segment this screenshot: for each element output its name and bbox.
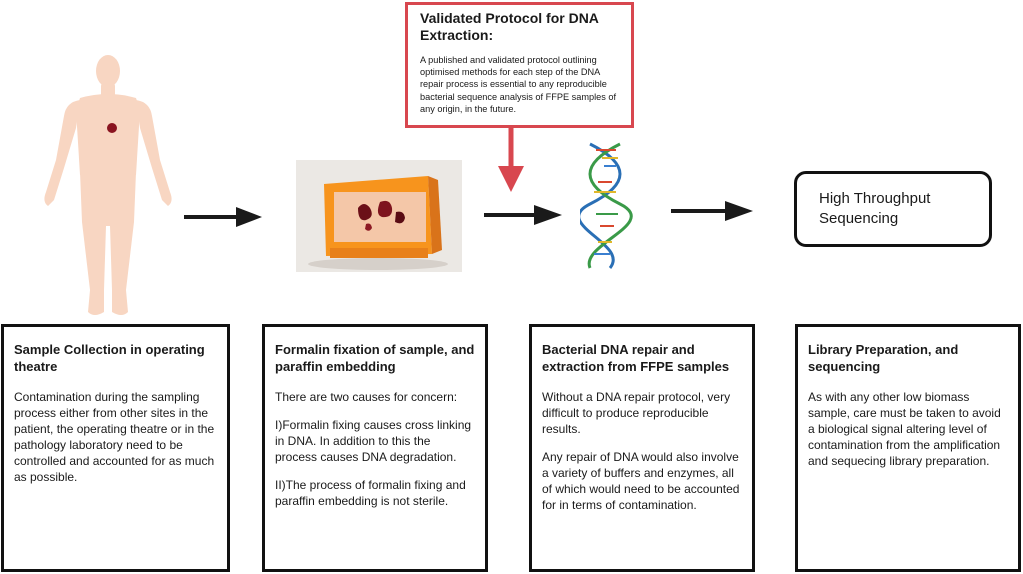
dna-repair-box: Bacterial DNA repair and extraction from…: [529, 324, 755, 572]
formalin-fixation-title: Formalin fixation of sample, and paraffi…: [275, 342, 475, 374]
flow-arrow-1: [184, 207, 262, 227]
protocol-down-arrow: [498, 128, 524, 192]
dna-repair-text-1: Without a DNA repair protocol, very diff…: [542, 390, 731, 436]
hts-label-line-1: High Throughput: [819, 190, 931, 207]
formalin-fixation-text-3: II)The process of formalin fixing and pa…: [275, 478, 466, 508]
flow-arrow-2: [484, 205, 562, 225]
high-throughput-sequencing-box: High Throughput Sequencing: [794, 171, 992, 247]
formalin-fixation-text-1: There are two causes for concern:: [275, 390, 458, 404]
sample-collection-box: Sample Collection in operating theatre C…: [1, 324, 230, 572]
library-preparation-title: Library Preparation, and sequencing: [808, 342, 959, 374]
sample-site-dot: [107, 123, 117, 133]
formalin-fixation-text-2: I)Formalin fixing causes cross linking i…: [275, 418, 472, 464]
dna-repair-title: Bacterial DNA repair and extraction from…: [542, 342, 730, 374]
dna-helix-illustration: [580, 142, 633, 269]
sample-collection-text: Contamination during the sampling proces…: [14, 390, 215, 484]
dna-repair-text-2: Any repair of DNA would also involve a v…: [542, 450, 740, 512]
sample-collection-title: Sample Collection in operating theatre: [14, 342, 205, 374]
formalin-fixation-box: Formalin fixation of sample, and paraffi…: [262, 324, 488, 572]
hts-label-line-2: Sequencing: [819, 210, 899, 227]
protocol-description: A published and validated protocol outli…: [420, 55, 617, 114]
human-body-figure: [44, 55, 172, 315]
flow-arrow-3: [671, 201, 753, 221]
library-preparation-box: Library Preparation, and sequencing As w…: [795, 324, 1021, 572]
library-preparation-text: As with any other low biomass sample, ca…: [808, 390, 1001, 468]
protocol-title: Validated Protocol for DNA Extraction:: [420, 10, 599, 43]
ffpe-cassette-photo: [296, 160, 462, 272]
validated-protocol-box: Validated Protocol for DNA Extraction: A…: [405, 2, 634, 128]
